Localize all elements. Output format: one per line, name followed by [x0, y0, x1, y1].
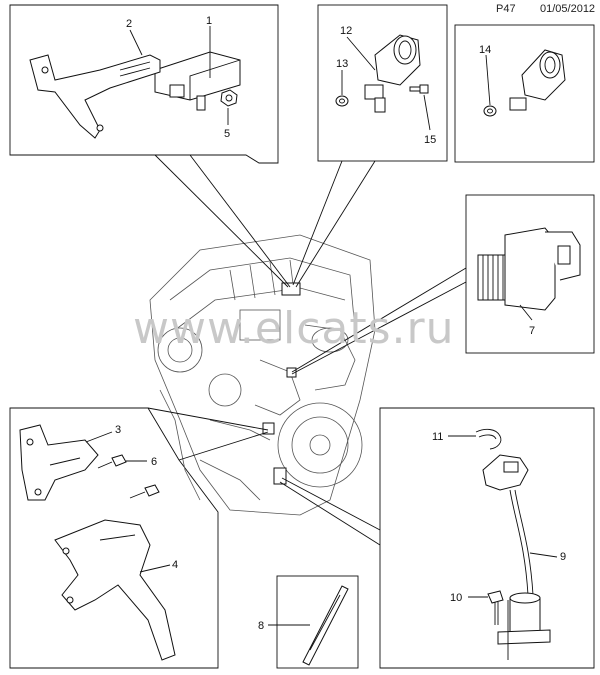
page-code: P47 — [496, 3, 516, 15]
seal-13-drawing — [335, 95, 349, 107]
bolt-6-drawing — [97, 454, 160, 499]
bracket-2-drawing — [29, 54, 161, 139]
sensor-7-drawing — [477, 227, 581, 311]
callout-leaders — [85, 26, 558, 660]
bracket-4-drawing — [54, 519, 176, 661]
callout-6: 6 — [151, 456, 157, 468]
callout-8: 8 — [258, 620, 264, 632]
bracket-3-drawing — [19, 424, 99, 501]
callout-13: 13 — [336, 58, 348, 70]
bolt-10-drawing — [487, 590, 504, 625]
callout-2: 2 — [126, 18, 132, 30]
sensor-9-drawing — [482, 454, 551, 645]
panel-top-left — [9, 4, 279, 164]
callout-11: 11 — [432, 431, 443, 443]
panel-top-middle — [317, 4, 448, 162]
callout-7: 7 — [529, 325, 535, 337]
callout-12: 12 — [340, 25, 352, 37]
callout-15: 15 — [424, 134, 436, 146]
bolt-15-drawing — [409, 84, 429, 94]
watermark: www.elcats.ru — [133, 303, 455, 354]
diagram-date: 01/05/2012 — [540, 3, 596, 15]
callout-5: 5 — [224, 128, 230, 140]
sensor-12-drawing — [364, 34, 421, 113]
callout-numbers: 1 2 5 12 13 15 14 7 3 6 4 8 9 10 11 — [115, 15, 566, 632]
nut-5-drawing — [220, 89, 238, 107]
sensor-14-drawing — [483, 49, 566, 117]
panel-bottom-right — [379, 407, 595, 669]
panel-top-right — [454, 24, 595, 163]
callout-10: 10 — [450, 592, 462, 604]
clip-11-drawing — [475, 428, 502, 450]
panel-bottom-center — [276, 575, 359, 669]
leader-lines — [147, 154, 467, 546]
callout-4: 4 — [172, 559, 178, 571]
panel-right-middle — [465, 194, 595, 354]
callout-9: 9 — [560, 551, 566, 563]
callout-1: 1 — [206, 15, 212, 27]
callout-3: 3 — [115, 424, 121, 436]
engine-assembly — [149, 234, 376, 516]
callout-14: 14 — [479, 44, 491, 56]
part-8-drawing — [302, 585, 349, 666]
